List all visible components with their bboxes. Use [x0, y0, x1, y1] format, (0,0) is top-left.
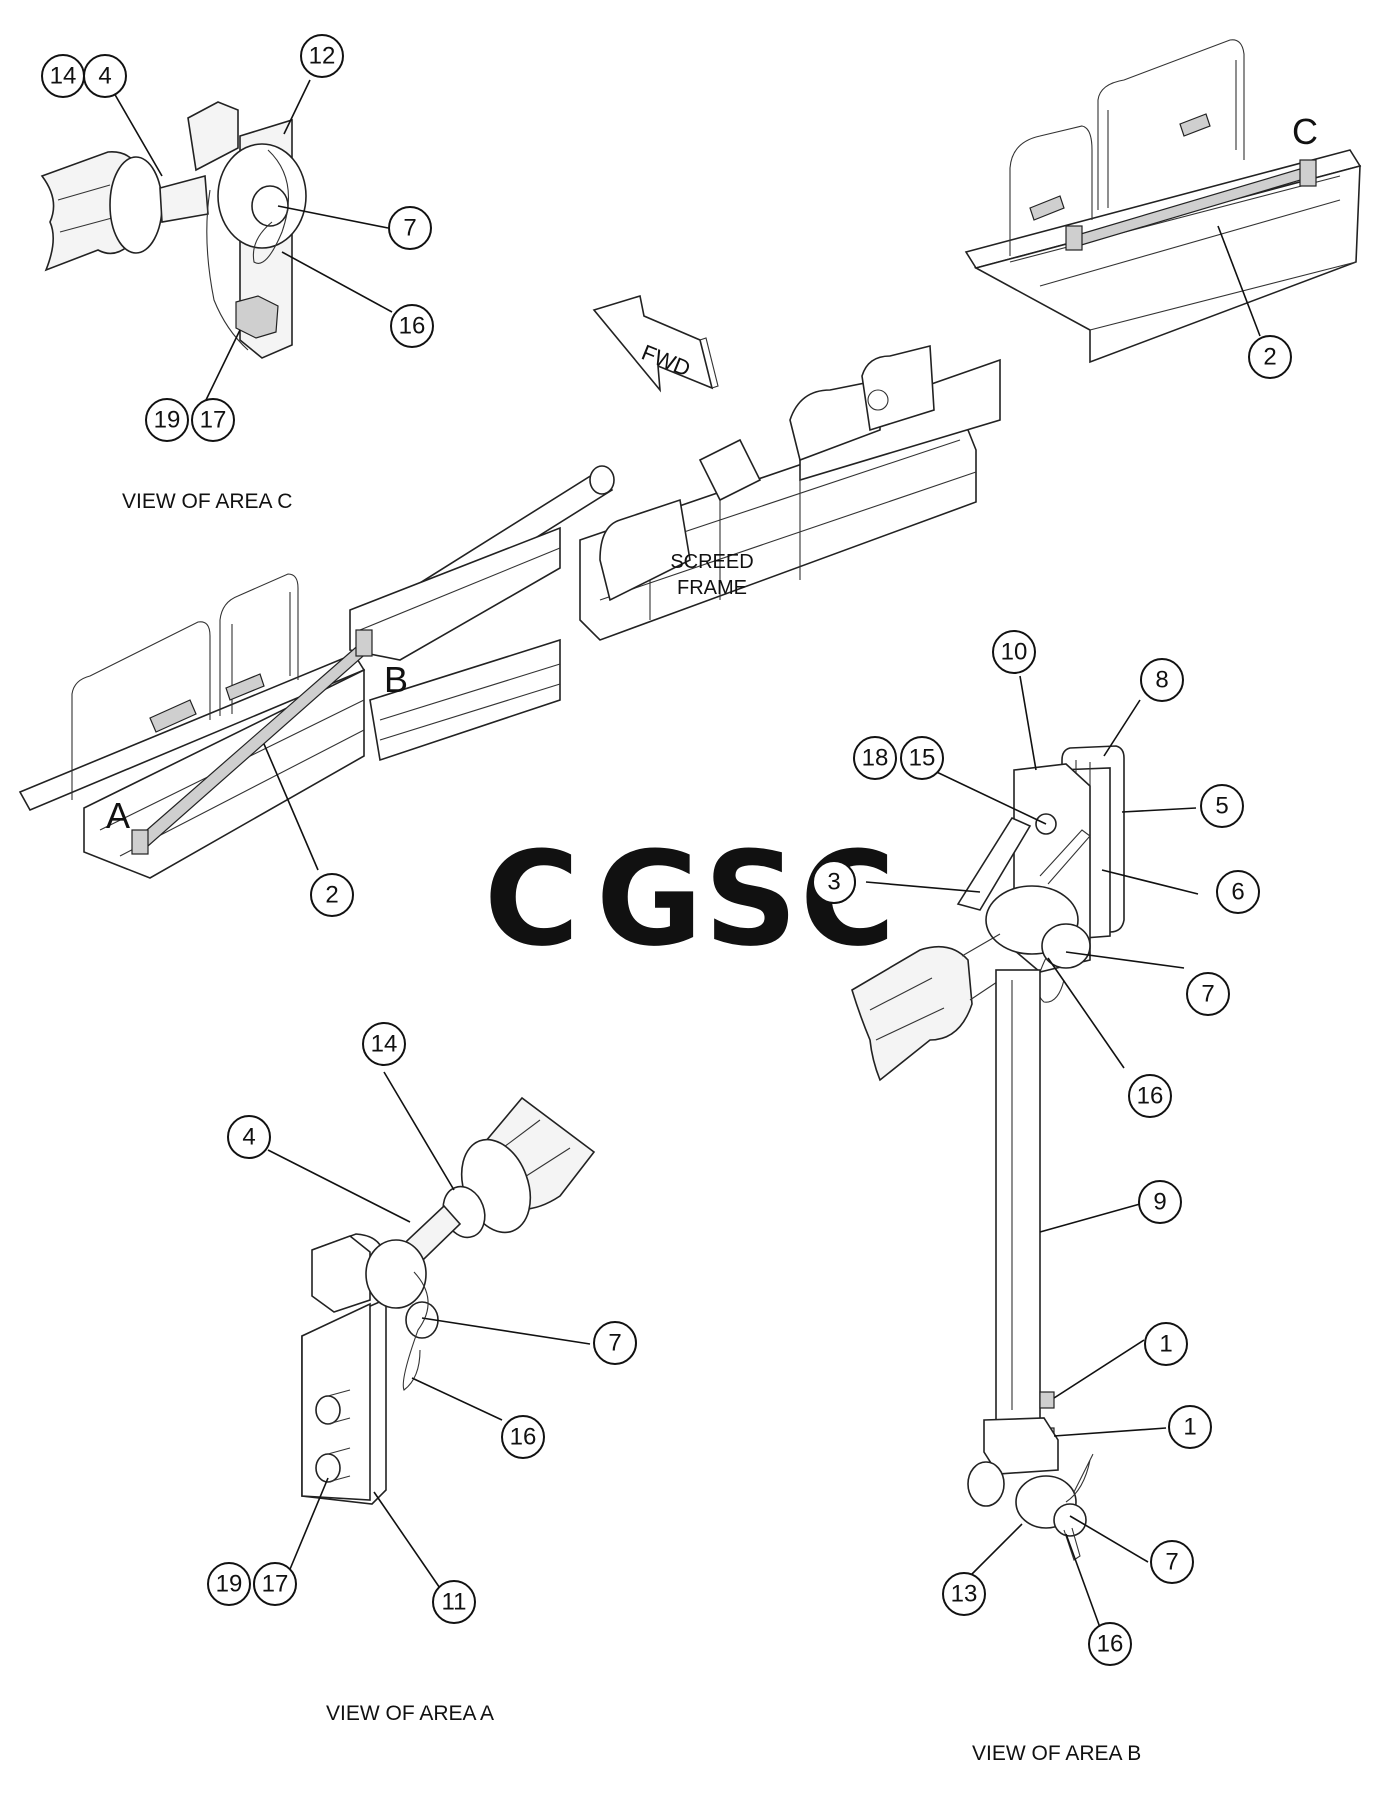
svg-text:1: 1	[1159, 1331, 1172, 1358]
svg-text:12: 12	[309, 43, 336, 70]
watermark-letter-3: S	[704, 823, 798, 975]
watermark-letter-1: C	[484, 823, 579, 975]
svg-text:7: 7	[403, 215, 416, 242]
svg-text:13: 13	[951, 1581, 978, 1608]
callout-view-b-16-upper: 16	[1128, 1074, 1172, 1118]
callout-view-a-4: 4	[227, 1115, 271, 1159]
callout-main-left-2: 2	[310, 873, 354, 917]
cgsc-watermark: C G S C	[484, 823, 895, 975]
svg-text:10: 10	[1001, 639, 1028, 666]
screed-frame-label-line1: SCREED	[670, 551, 753, 573]
callout-main-right-2: 2	[1248, 335, 1292, 379]
callout-view-b-8: 8	[1140, 658, 1184, 702]
svg-text:3: 3	[827, 869, 840, 896]
svg-text:5: 5	[1215, 793, 1228, 820]
callout-view-c-12: 12	[300, 34, 344, 78]
svg-text:4: 4	[242, 1124, 255, 1151]
screed-frame-illustration	[18, 39, 1362, 879]
view-a-label: VIEW OF AREA A	[326, 1702, 494, 1725]
callout-view-a-11: 11	[432, 1580, 476, 1624]
svg-text:16: 16	[510, 1424, 537, 1451]
area-b-marker: B	[384, 659, 408, 700]
view-b-label: VIEW OF AREA B	[972, 1742, 1141, 1765]
svg-text:6: 6	[1231, 879, 1244, 906]
svg-text:19: 19	[154, 407, 181, 434]
callout-view-b-10: 10	[992, 630, 1036, 674]
svg-text:14: 14	[50, 63, 77, 90]
view-a-illustration	[301, 1096, 596, 1505]
svg-text:16: 16	[399, 313, 426, 340]
callout-view-b-7-lower: 7	[1150, 1540, 1194, 1584]
svg-text:11: 11	[442, 1589, 467, 1616]
area-c-marker: C	[1292, 111, 1318, 152]
callout-view-c-17: 17	[191, 398, 235, 442]
svg-text:14: 14	[371, 1031, 398, 1058]
svg-text:18: 18	[862, 745, 889, 772]
callout-view-b-7-upper: 7	[1186, 972, 1230, 1016]
callout-view-b-1-lower: 1	[1168, 1405, 1212, 1449]
svg-text:15: 15	[909, 745, 936, 772]
callout-view-b-13: 13	[942, 1572, 986, 1616]
svg-text:17: 17	[262, 1571, 289, 1598]
svg-text:4: 4	[98, 63, 111, 90]
callout-view-b-9: 9	[1138, 1180, 1182, 1224]
area-a-marker: A	[106, 795, 130, 836]
callout-view-c-16: 16	[390, 304, 434, 348]
leader-lines	[109, 79, 1261, 1645]
callout-view-b-1-upper: 1	[1144, 1322, 1188, 1366]
callout-view-c-4: 4	[83, 54, 127, 98]
callout-view-b-6: 6	[1216, 870, 1260, 914]
svg-text:1: 1	[1183, 1414, 1196, 1441]
svg-text:7: 7	[1165, 1549, 1178, 1576]
svg-text:17: 17	[200, 407, 227, 434]
callout-view-b-15: 15	[900, 736, 944, 780]
view-b-illustration	[851, 745, 1125, 1561]
callout-view-a-7: 7	[593, 1321, 637, 1365]
svg-text:2: 2	[325, 882, 338, 909]
forward-arrow: FWD	[592, 294, 719, 393]
callout-view-b-16-lower: 16	[1088, 1622, 1132, 1666]
callout-view-b-18: 18	[853, 736, 897, 780]
callout-view-c-14: 14	[41, 54, 85, 98]
svg-text:19: 19	[216, 1571, 243, 1598]
callout-view-b-3-front: 3	[812, 860, 856, 904]
callout-view-b-5: 5	[1200, 784, 1244, 828]
svg-text:2: 2	[1263, 344, 1276, 371]
view-c-illustration	[40, 101, 307, 359]
svg-text:7: 7	[1201, 981, 1214, 1008]
view-c-label: VIEW OF AREA C	[122, 490, 292, 513]
svg-text:16: 16	[1097, 1631, 1124, 1658]
svg-text:9: 9	[1153, 1189, 1166, 1216]
callout-view-a-16: 16	[501, 1415, 545, 1459]
watermark-letter-2: G	[596, 823, 703, 975]
screed-frame-label-line2: FRAME	[677, 577, 747, 599]
svg-text:7: 7	[608, 1330, 621, 1357]
svg-text:16: 16	[1137, 1083, 1164, 1110]
callout-view-a-17: 17	[253, 1562, 297, 1606]
callout-view-a-14: 14	[362, 1022, 406, 1066]
callout-view-c-19: 19	[145, 398, 189, 442]
svg-text:8: 8	[1155, 667, 1168, 694]
callout-view-c-7: 7	[388, 206, 432, 250]
callout-view-a-19: 19	[207, 1562, 251, 1606]
